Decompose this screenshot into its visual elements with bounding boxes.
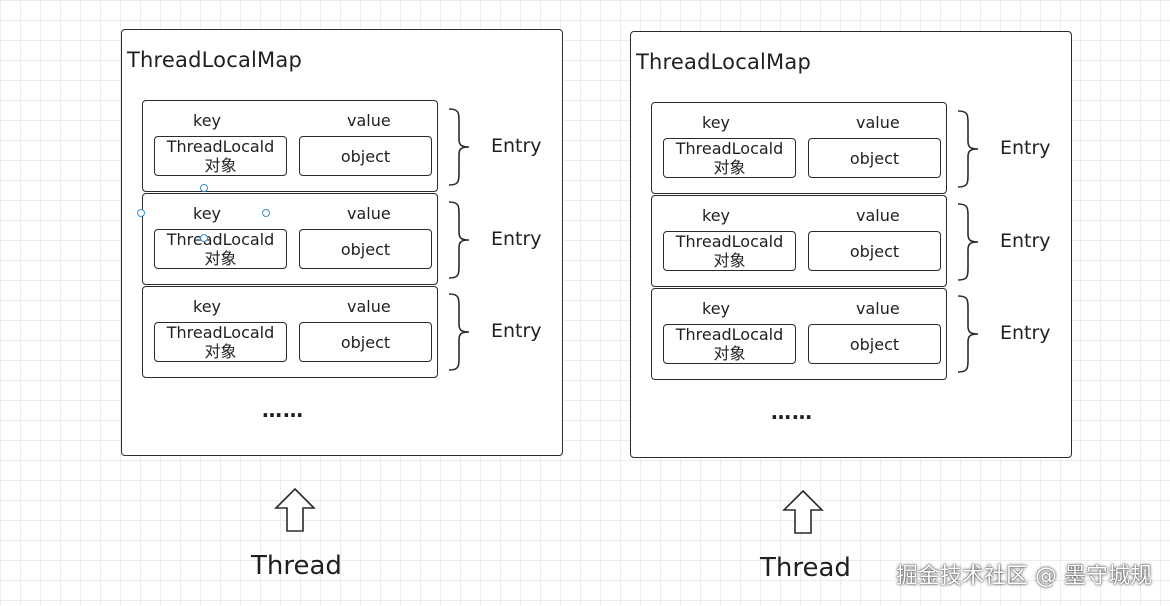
entry-label: Entry	[491, 320, 542, 342]
value-label: value	[347, 204, 391, 223]
key-cell-line2: 对象	[204, 156, 237, 175]
curly-brace-icon	[448, 293, 470, 371]
value-cell[interactable]: object	[808, 231, 941, 271]
entry-label: Entry	[491, 228, 542, 250]
ellipsis: ……	[262, 398, 304, 422]
thread-label: Thread	[251, 551, 342, 581]
key-cell[interactable]: ThreadLocald 对象	[154, 322, 287, 362]
key-label: key	[193, 111, 222, 130]
thread-label: Thread	[760, 553, 851, 583]
selection-handle[interactable]	[137, 209, 145, 217]
map-title: ThreadLocalMap	[636, 50, 811, 74]
key-cell[interactable]: ThreadLocald 对象	[663, 231, 796, 271]
value-label: value	[856, 206, 900, 225]
up-arrow-icon	[782, 490, 824, 534]
ellipsis: ……	[771, 400, 813, 424]
value-cell[interactable]: object	[808, 138, 941, 178]
value-label: value	[856, 113, 900, 132]
key-label: key	[702, 299, 731, 318]
key-cell-line1: ThreadLocald	[675, 232, 784, 251]
curly-brace-icon	[957, 295, 979, 373]
value-cell[interactable]: object	[299, 136, 432, 176]
curly-brace-icon	[448, 201, 470, 279]
key-label: key	[702, 206, 731, 225]
curly-brace-icon	[448, 108, 470, 186]
threadlocalmap-box-2[interactable]: ThreadLocalMap key value ThreadLocald 对象…	[630, 31, 1072, 458]
map-title: ThreadLocalMap	[127, 48, 302, 72]
entry-row[interactable]: key value ThreadLocald 对象 object	[142, 193, 438, 285]
entry-row[interactable]: key value ThreadLocald 对象 object	[651, 102, 947, 194]
entry-row[interactable]: key value ThreadLocald 对象 object	[142, 286, 438, 378]
entry-label: Entry	[1000, 230, 1051, 252]
key-cell[interactable]: ThreadLocald 对象	[154, 136, 287, 176]
key-cell-line2: 对象	[204, 342, 237, 361]
value-cell[interactable]: object	[299, 322, 432, 362]
key-cell-line2: 对象	[713, 158, 746, 177]
key-cell-line1: ThreadLocald	[675, 325, 784, 344]
watermark: 掘金技术社区 @ 墨守城规	[896, 564, 1152, 589]
entry-row[interactable]: key value ThreadLocald 对象 object	[142, 100, 438, 192]
threadlocalmap-box-1[interactable]: ThreadLocalMap key value ThreadLocald 对象…	[121, 29, 563, 456]
key-cell[interactable]: ThreadLocald 对象	[663, 324, 796, 364]
value-cell[interactable]: object	[299, 229, 432, 269]
key-cell-line1: ThreadLocald	[166, 137, 275, 156]
key-cell-line2: 对象	[713, 251, 746, 270]
selection-handle[interactable]	[262, 209, 270, 217]
value-cell[interactable]: object	[808, 324, 941, 364]
value-label: value	[347, 111, 391, 130]
entry-label: Entry	[491, 135, 542, 157]
key-label: key	[193, 204, 222, 223]
value-label: value	[856, 299, 900, 318]
key-cell-line2: 对象	[204, 249, 237, 268]
curly-brace-icon	[957, 110, 979, 188]
selection-handle[interactable]	[200, 234, 208, 242]
selection-handle[interactable]	[200, 184, 208, 192]
key-cell-line1: ThreadLocald	[675, 139, 784, 158]
key-label: key	[702, 113, 731, 132]
key-cell[interactable]: ThreadLocald 对象	[663, 138, 796, 178]
value-label: value	[347, 297, 391, 316]
entry-row[interactable]: key value ThreadLocald 对象 object	[651, 288, 947, 380]
key-cell-line1: ThreadLocald	[166, 323, 275, 342]
key-cell-line2: 对象	[713, 344, 746, 363]
entry-label: Entry	[1000, 137, 1051, 159]
entry-row[interactable]: key value ThreadLocald 对象 object	[651, 195, 947, 287]
entry-label: Entry	[1000, 322, 1051, 344]
up-arrow-icon	[274, 488, 316, 532]
key-cell-line1: ThreadLocald	[166, 230, 275, 249]
key-cell[interactable]: ThreadLocald 对象	[154, 229, 287, 269]
key-label: key	[193, 297, 222, 316]
curly-brace-icon	[957, 203, 979, 281]
